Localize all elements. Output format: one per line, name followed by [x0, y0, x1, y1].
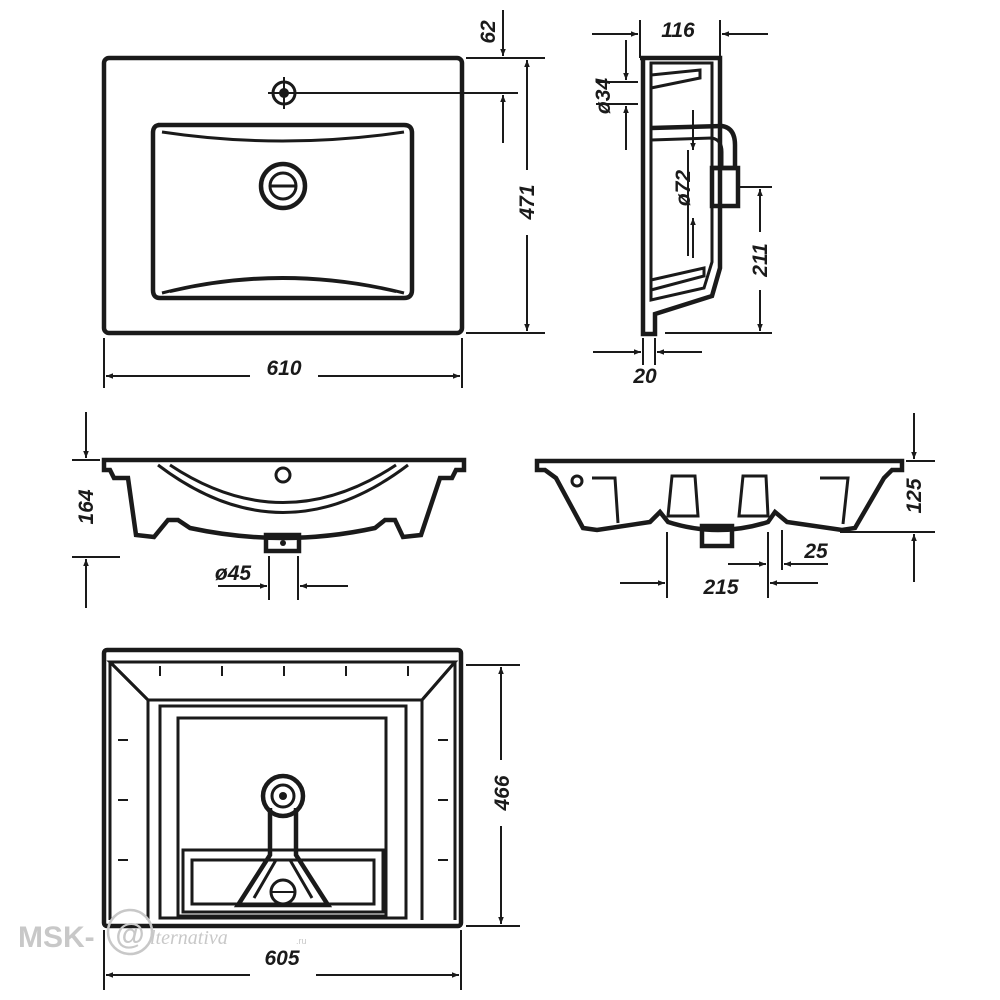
dim-side-thickness-20: 20: [632, 365, 657, 388]
dim-front-height-164: 164: [75, 489, 98, 524]
dim-overflow-height-211: 211: [749, 243, 772, 277]
dim-side-depth-116: 116: [661, 19, 695, 42]
dim-tap-hole-34: ø34: [592, 78, 615, 115]
dim-width-610: 610: [266, 357, 301, 380]
dim-bottom-depth-466: 466: [491, 775, 514, 811]
dim-tap-offset-62: 62: [477, 20, 500, 44]
dim-drain-45: ø45: [215, 562, 252, 585]
dim-rear-gap-25: 25: [803, 540, 828, 563]
watermark-brand-right: lternativa: [150, 927, 228, 949]
bottom-view: 466 605: [101, 647, 520, 990]
dim-bottom-width-605: 605: [264, 947, 299, 970]
watermark-logo: MSK- @ lternativa .ru: [18, 908, 307, 956]
rear-section-view: 125 215 25: [534, 413, 935, 599]
watermark-brand-mark: @: [115, 918, 144, 951]
dim-overflow-72: ø72: [672, 170, 695, 207]
dim-rear-height-125: 125: [903, 478, 926, 513]
watermark-brand-left: MSK-: [18, 921, 95, 954]
side-view: 116 ø34 ø72 211 20: [592, 19, 772, 388]
watermark-domain: .ru: [296, 936, 307, 946]
front-section-view: 164 ø45: [72, 412, 467, 608]
top-view: 610 471 62: [101, 10, 545, 388]
dim-rear-spacing-215: 215: [702, 576, 738, 599]
dim-height-471: 471: [516, 184, 539, 220]
